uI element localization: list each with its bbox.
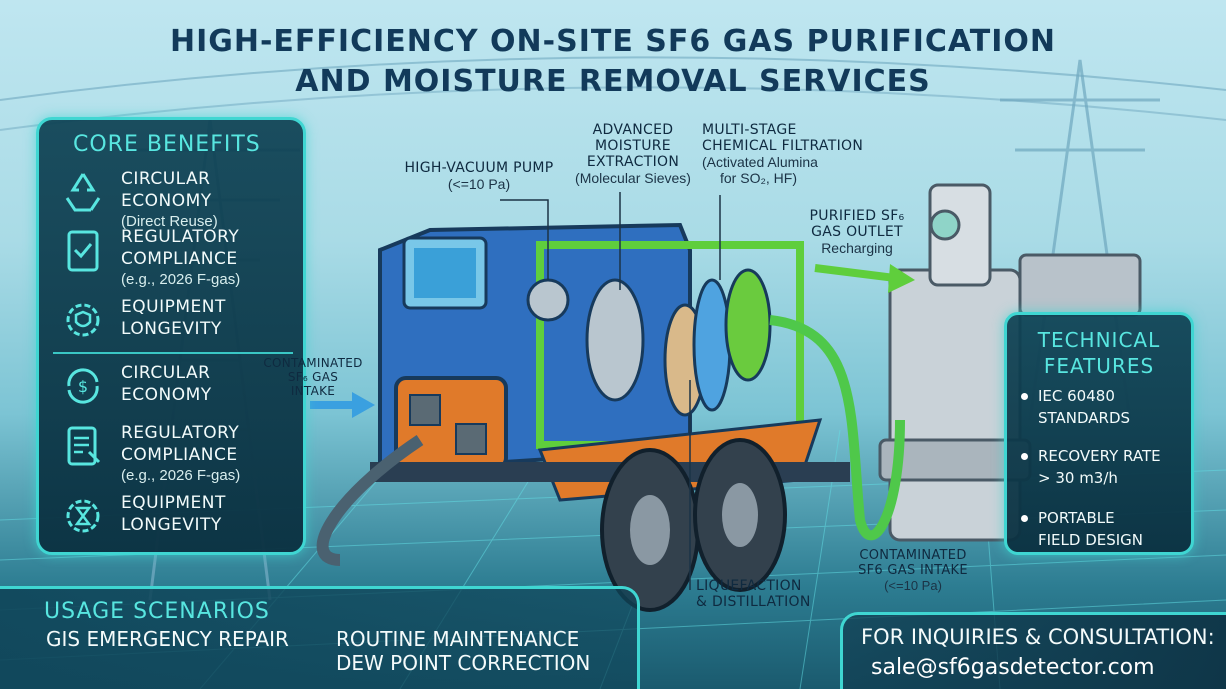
outlet-arrow <box>814 264 915 293</box>
callout-title: CONTAMINATED <box>859 548 967 563</box>
benefit-title-2: COMPLIANCE <box>121 249 238 269</box>
heading-line-1: TECHNICAL <box>1037 328 1161 352</box>
callout-sub: (<=10 Pa) <box>884 578 942 593</box>
benefit-item: CIRCULAR ECONOMY (Direct Reuse) <box>59 168 303 232</box>
benefit-title-2: ECONOMY <box>121 385 212 405</box>
callout-liquefaction: LIQUEFACTION & DISTILLATION <box>696 578 836 610</box>
feature-item: IEC 60480 STANDARDS <box>1021 385 1130 429</box>
document-icon <box>67 426 101 466</box>
feature-item: RECOVERY RATE > 30 m3/h <box>1021 445 1161 489</box>
usage-scenarios-heading: USAGE SCENARIOS <box>44 599 270 624</box>
feature-line-1: RECOVERY RATE <box>1038 447 1161 465</box>
core-benefits-heading: CORE BENEFITS <box>73 132 261 157</box>
technical-features-panel: TECHNICAL FEATURES IEC 60480 STANDARDS R… <box>1004 312 1194 555</box>
section-divider <box>53 352 293 354</box>
benefit-item: REGULATORY COMPLIANCE (e.g., 2026 F-gas) <box>59 226 240 290</box>
callout-intake-left: CONTAMINATED SF₆ GAS INTAKE <box>252 356 374 398</box>
contact-heading: FOR INQUIRIES & CONSULTATION: <box>861 625 1215 649</box>
callout-sub-2: for SO₂, HF) <box>720 170 797 186</box>
heading-line-2: FEATURES <box>1043 354 1155 378</box>
dollar-cycle-icon: $ <box>67 368 99 404</box>
callout-title-2: & DISTILLATION <box>696 594 811 610</box>
benefit-title-2: LONGEVITY <box>121 319 222 339</box>
callout-sub: (Molecular Sieves) <box>575 170 691 186</box>
contact-email-link[interactable]: sale@sf6gasdetector.com <box>871 655 1155 680</box>
benefit-title: EQUIPMENT <box>121 297 226 317</box>
svg-text:$: $ <box>78 377 88 396</box>
callout-title-2: MOISTURE <box>595 138 671 154</box>
feature-line-2: > 30 m3/h <box>1038 469 1118 487</box>
callout-title-2: GAS OUTLET <box>811 224 903 240</box>
callout-sub: (Activated Alumina <box>702 154 818 170</box>
callout-title: PURIFIED SF₆ <box>809 208 905 224</box>
feature-line-2: FIELD DESIGN <box>1038 531 1144 549</box>
benefit-item: EQUIPMENT LONGEVITY <box>59 296 226 344</box>
benefit-title: REGULATORY <box>121 227 240 247</box>
gear-hourglass-icon <box>66 499 100 533</box>
benefit-title: EQUIPMENT <box>121 493 226 513</box>
contact-bar: FOR INQUIRIES & CONSULTATION: sale@sf6ga… <box>840 612 1226 689</box>
benefit-item: $ CIRCULAR ECONOMY <box>59 362 212 410</box>
intake-hose <box>316 435 424 566</box>
feature-line-2: STANDARDS <box>1038 409 1131 427</box>
benefit-title-2: LONGEVITY <box>121 515 222 535</box>
usage-item: DEW POINT CORRECTION <box>336 651 591 675</box>
benefit-title: CIRCULAR <box>121 363 211 383</box>
clipboard-check-icon <box>67 230 99 272</box>
gear-shield-icon <box>66 303 100 337</box>
benefit-item: REGULATORY COMPLIANCE (e.g., 2026 F-gas) <box>59 422 240 486</box>
callout-title-2: SF₆ GAS <box>287 370 339 384</box>
callout-title-3: EXTRACTION <box>586 154 680 170</box>
benefit-sub: (e.g., 2026 F-gas) <box>121 271 241 288</box>
callout-title-2: CHEMICAL FILTRATION <box>702 138 864 154</box>
gis-equipment <box>878 183 1142 542</box>
callout-chemical-filtration: MULTI-STAGE CHEMICAL FILTRATION (Activat… <box>702 122 882 186</box>
outlet-hose <box>769 315 905 541</box>
callout-moisture-extraction: ADVANCED MOISTURE EXTRACTION (Molecular … <box>558 122 708 186</box>
bullet-icon <box>1021 393 1028 400</box>
benefit-title: REGULATORY <box>121 423 240 443</box>
callout-title: HIGH-VACUUM PUMP <box>404 160 554 176</box>
bullet-icon <box>1021 453 1028 460</box>
intake-arrow-left <box>310 392 375 418</box>
benefit-title-2: COMPLIANCE <box>121 445 238 465</box>
recycle-icon <box>65 173 101 212</box>
purification-trailer <box>370 222 850 612</box>
usage-item: ROUTINE MAINTENANCE <box>336 627 580 651</box>
callout-title: CONTAMINATED <box>263 356 363 370</box>
benefit-sub: (e.g., 2026 F-gas) <box>121 467 241 484</box>
benefit-title: CIRCULAR ECONOMY <box>121 169 212 211</box>
feature-item: PORTABLE FIELD DESIGN <box>1021 507 1143 551</box>
callout-title: ADVANCED <box>592 122 674 138</box>
callout-title: LIQUEFACTION <box>696 578 802 594</box>
callout-intake-right: CONTAMINATED SF6 GAS INTAKE (<=10 Pa) <box>838 548 988 593</box>
usage-item: GIS EMERGENCY REPAIR <box>46 627 289 651</box>
callout-sub: (<=10 Pa) <box>447 176 511 192</box>
benefit-sub: (Direct Reuse) <box>121 213 218 230</box>
core-benefits-panel: CORE BENEFITS CIRCULAR ECONOMY (Direct R… <box>36 117 306 555</box>
callout-leaders <box>500 192 721 590</box>
usage-scenarios-bar: USAGE SCENARIOS GIS EMERGENCY REPAIR ROU… <box>0 586 640 689</box>
feature-line-1: PORTABLE <box>1038 509 1115 527</box>
callout-title-2: SF6 GAS INTAKE <box>858 563 968 578</box>
feature-line-1: IEC 60480 <box>1038 387 1115 405</box>
technical-features-heading: TECHNICAL FEATURES <box>1007 327 1191 379</box>
title-line-2: AND MOISTURE REMOVAL SERVICES <box>295 64 931 99</box>
callout-gas-outlet: PURIFIED SF₆ GAS OUTLET Recharging <box>802 208 912 256</box>
callout-title: MULTI-STAGE <box>702 122 797 138</box>
title-line-1: HIGH-EFFICIENCY ON-SITE SF6 GAS PURIFICA… <box>169 24 1056 59</box>
page-title: HIGH-EFFICIENCY ON-SITE SF6 GAS PURIFICA… <box>0 22 1226 102</box>
bullet-icon <box>1021 515 1028 522</box>
callout-title-3: INTAKE <box>290 384 336 398</box>
benefit-item: EQUIPMENT LONGEVITY <box>59 492 226 540</box>
callout-sub: Recharging <box>821 240 893 256</box>
callout-vacuum-pump: HIGH-VACUUM PUMP (<=10 Pa) <box>394 160 564 192</box>
